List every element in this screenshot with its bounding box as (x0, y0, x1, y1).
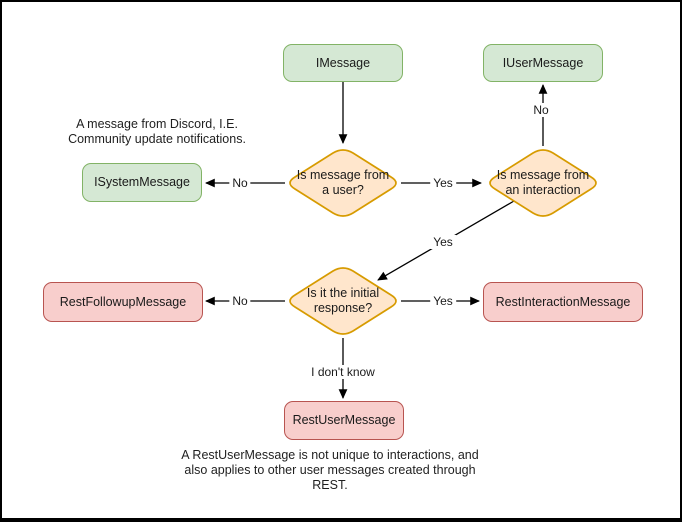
edge-label-initial-yes: Yes (430, 294, 456, 308)
edge-label-interaction-yes: Yes (430, 235, 456, 249)
node-restusermessage: RestUserMessage (284, 401, 404, 440)
decision-from-user-label: Is message from a user? (296, 168, 390, 197)
decision-from-interaction-shape (489, 149, 597, 217)
node-imessage: IMessage (283, 44, 403, 82)
node-restinteractionmessage: RestInteractionMessage (483, 282, 643, 322)
edge-label-initial-no: No (229, 294, 251, 308)
node-isystemmessage-label: ISystemMessage (94, 175, 190, 189)
node-restinteractionmessage-label: RestInteractionMessage (495, 294, 631, 309)
node-restfollowupmessage: RestFollowupMessage (43, 282, 203, 322)
edge-label-user-no: No (229, 176, 251, 190)
edge-label-user-yes: Yes (430, 176, 456, 190)
edge-label-initial-unknown: I don't know (308, 365, 378, 379)
node-restfollowupmessage-label: RestFollowupMessage (59, 294, 187, 309)
note-rest-user-message: A RestUserMessage is not unique to inter… (181, 448, 479, 492)
node-isystemmessage: ISystemMessage (82, 163, 202, 202)
node-imessage-label: IMessage (315, 55, 371, 70)
decision-initial-response-shape (289, 267, 397, 335)
node-iusermessage-label: IUserMessage (502, 55, 584, 70)
node-restusermessage-label: RestUserMessage (292, 413, 396, 427)
note-system-message: A message from Discord, I.E. Community u… (68, 117, 246, 146)
edge-label-interaction-no: No (530, 103, 552, 117)
decision-from-user-shape (289, 149, 397, 217)
node-iusermessage: IUserMessage (483, 44, 603, 82)
decision-initial-response-label: Is it the initial response? (306, 286, 380, 315)
decision-from-interaction-label: Is message from an interaction (496, 168, 590, 197)
